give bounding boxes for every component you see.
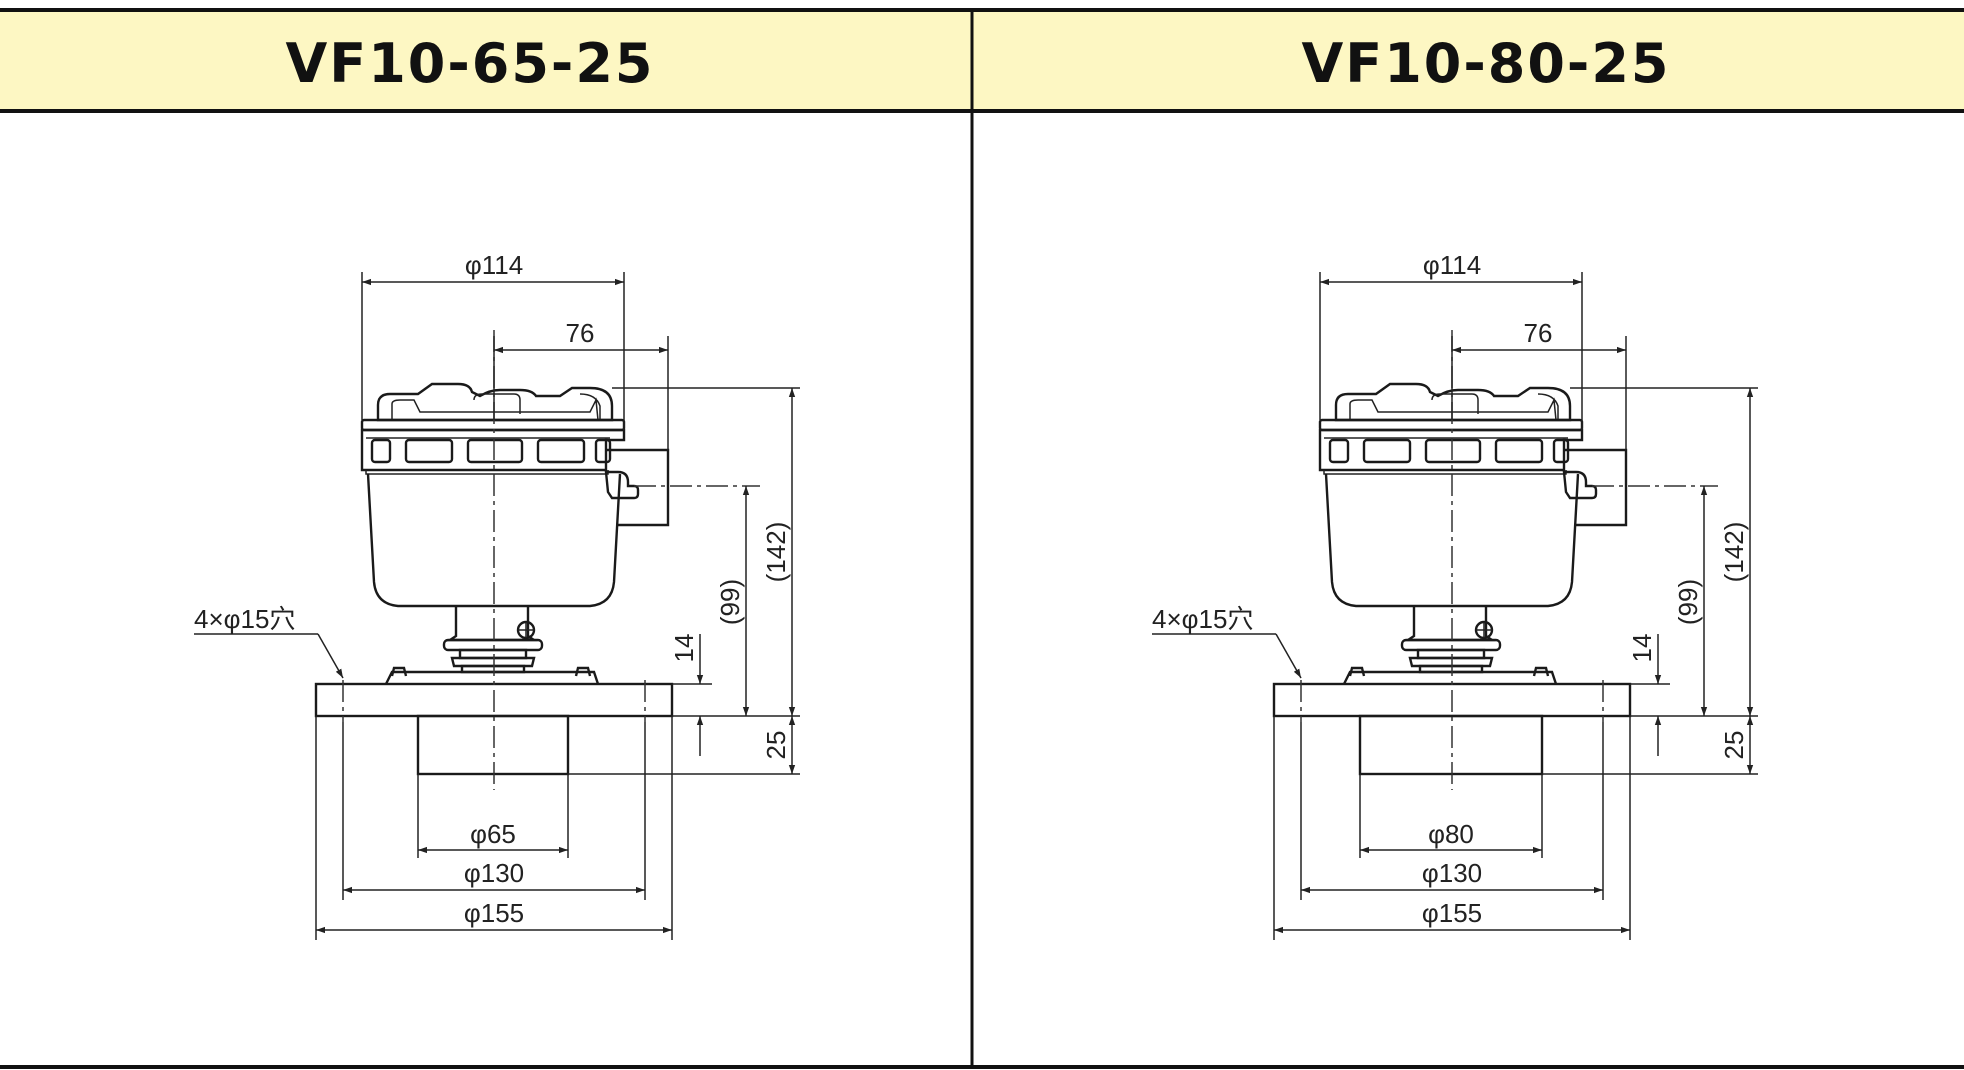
dim-bolt-circle: φ130 (1422, 858, 1482, 888)
dim-flange-to-clamp: 14 (669, 634, 699, 663)
dim-overall-height: (142) (1719, 522, 1749, 583)
dim-bolt-circle: φ130 (464, 858, 524, 888)
frame (0, 8, 1964, 1069)
panel-vf10-80-25: VF10-80-25 φ114 76 (142) (99) (1152, 32, 1758, 940)
dimension-lines: φ114 76 (142) (99) 14 25 (194, 250, 800, 940)
dim-nozzle-diameter: φ80 (1428, 819, 1474, 849)
device-drawing (1272, 330, 1718, 790)
dim-conduit-offset: 76 (566, 318, 595, 348)
dimension-lines: φ114 76 (142) (99) 14 25 (1152, 250, 1758, 940)
header-band (0, 12, 1964, 110)
model-title: VF10-65-25 (286, 32, 655, 95)
dim-nozzle-diameter: φ65 (470, 819, 516, 849)
dim-flange-diameter: φ155 (464, 898, 524, 928)
dim-flange-to-clamp: 14 (1627, 634, 1657, 663)
device-drawing (314, 330, 760, 790)
dim-conduit-height: (99) (715, 579, 745, 625)
dim-holes: 4×φ15穴 (1152, 604, 1253, 634)
dim-flange-diameter: φ155 (1422, 898, 1482, 928)
dim-nozzle-length: 25 (1719, 731, 1749, 760)
dim-overall-height: (142) (761, 522, 791, 583)
dim-conduit-height: (99) (1673, 579, 1703, 625)
dim-head-diameter: φ114 (465, 250, 523, 280)
dim-holes: 4×φ15穴 (194, 604, 295, 634)
panel-vf10-65-25: VF10-65-25 φ114 76 (142) (194, 32, 800, 940)
model-title: VF10-80-25 (1302, 32, 1671, 95)
dim-nozzle-length: 25 (761, 731, 791, 760)
dim-head-diameter: φ114 (1423, 250, 1481, 280)
dim-conduit-offset: 76 (1524, 318, 1553, 348)
